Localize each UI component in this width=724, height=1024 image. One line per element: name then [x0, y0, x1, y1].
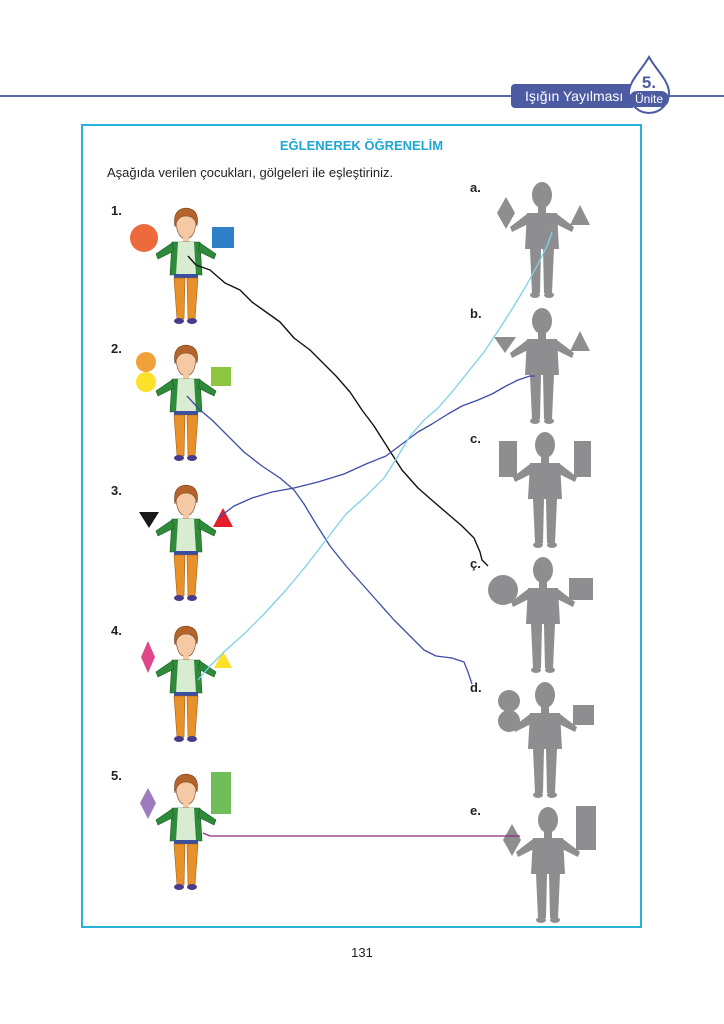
red-triangle: [213, 508, 233, 527]
unit-word: Ünite: [629, 91, 669, 107]
child-figure-1: [130, 207, 234, 325]
blue-square: [212, 227, 234, 248]
green-rectangle: [211, 772, 231, 814]
activity-frame: [81, 124, 642, 928]
child-number-1: 1.: [111, 203, 122, 218]
child-figure-5: [140, 772, 231, 891]
pink-diamond: [141, 641, 155, 673]
shadow-figure-e: [503, 806, 596, 923]
page-number: 131: [351, 945, 373, 960]
child-number-5: 5.: [111, 768, 122, 783]
shadow-letter-c-cedilla: ç.: [470, 556, 481, 571]
unit-tab: Işığın Yayılması: [511, 84, 633, 108]
match-line-4-a: [197, 231, 553, 681]
yellow-triangle: [214, 651, 232, 668]
child-figure-3: [139, 484, 233, 602]
shadow-figure-a: [497, 182, 590, 298]
unit-number: 5.: [641, 73, 657, 92]
child-figure-4: [141, 625, 232, 743]
shadow-figure-c-cedilla: [488, 557, 593, 673]
unit-title: Işığın Yayılması: [525, 88, 624, 104]
shadow-letter-d: d.: [470, 680, 482, 695]
child-figure-2: [136, 344, 231, 462]
shadow-letter-a: a.: [470, 180, 481, 195]
match-line-2-d: [186, 395, 473, 685]
purple-diamond: [140, 788, 156, 819]
unit-badge: 5. Ünite: [623, 54, 675, 115]
shadow-letter-b: b.: [470, 306, 482, 321]
activity-title: EĞLENEREK ÖĞRENELİM: [279, 138, 444, 153]
child-number-2: 2.: [111, 341, 122, 356]
orange-circle: [136, 352, 156, 372]
shadow-letter-c: c.: [470, 431, 481, 446]
child-number-3: 3.: [111, 483, 122, 498]
match-line-1-c-cedilla: [187, 255, 489, 567]
activity-instruction: Aşağıda verilen çocukları, gölgeleri ile…: [107, 165, 394, 180]
child-number-4: 4.: [111, 623, 122, 638]
orange-circle: [130, 224, 158, 252]
shadow-figure-d: [498, 682, 594, 798]
shadow-figure-c: [499, 432, 591, 548]
shadow-figure-b: [494, 308, 590, 424]
match-line-3-b: [217, 375, 535, 519]
black-triangle: [139, 512, 159, 528]
match-line-5-e: [202, 832, 520, 837]
green-square: [211, 367, 231, 386]
shadow-letter-e: e.: [470, 803, 481, 818]
yellow-circle: [136, 372, 156, 392]
header-rule: [0, 95, 724, 97]
